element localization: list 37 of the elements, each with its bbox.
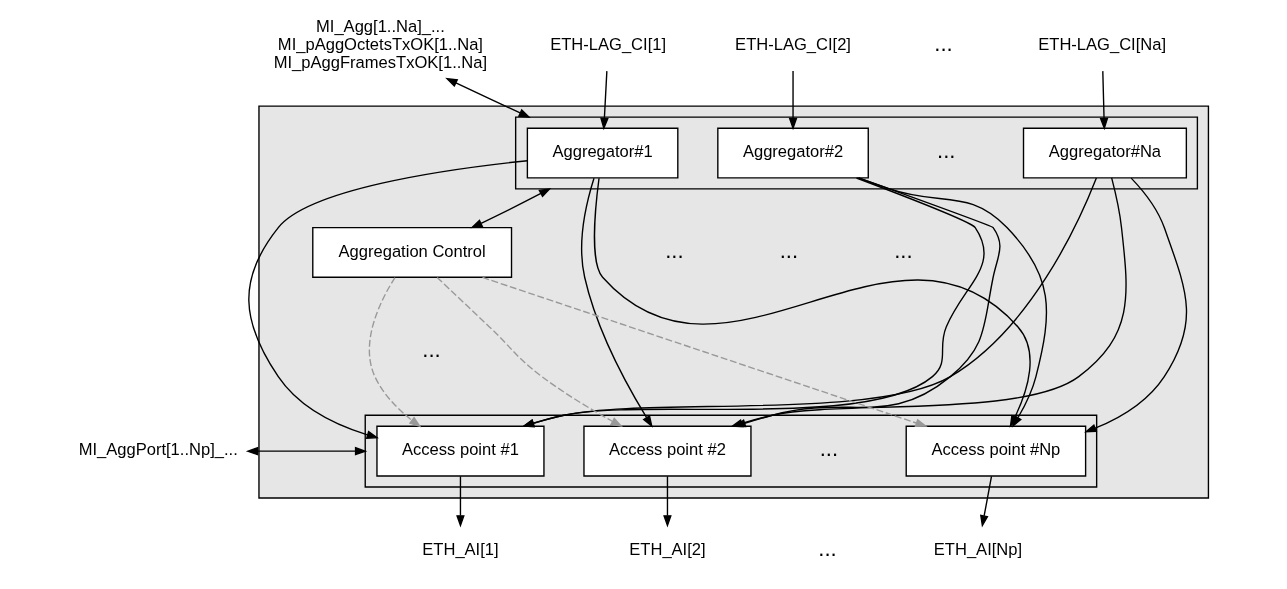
arrow <box>788 70 797 131</box>
node-text: ETH_AI[Np] <box>933 539 1022 559</box>
arrow <box>368 276 421 428</box>
label: ... <box>936 138 955 164</box>
node-text: ETH_AI[2] <box>628 539 706 559</box>
node-box: Aggregator#2 <box>716 127 869 179</box>
label: ... <box>421 337 441 363</box>
node-text: ETH-LAG_CI[2] <box>734 35 851 55</box>
arrow <box>455 475 465 528</box>
arrow <box>245 446 367 456</box>
node-box: Aggregator#Na <box>1022 127 1187 179</box>
arrow <box>662 475 672 528</box>
arrow <box>599 70 609 131</box>
node-box: Aggregation Control <box>311 226 512 278</box>
label: ... <box>664 237 684 263</box>
arrow <box>436 276 623 428</box>
arrow <box>979 475 992 528</box>
node-text: ETH-LAG_CI[Na] <box>1037 35 1166 55</box>
node-box: Aggregator#1 <box>526 127 678 179</box>
label: ... <box>817 535 837 561</box>
arrow <box>444 77 531 119</box>
node-text: ETH-LAG_CI[1] <box>549 35 666 55</box>
label: ... <box>779 237 798 263</box>
node-box: Access point #2 <box>582 425 752 477</box>
node-text: MI_AggPort[1..Np]_... <box>78 440 238 460</box>
arrow <box>247 160 528 439</box>
node-box: Access point #Np <box>905 425 1086 477</box>
node-text: MI_Agg[1..Na]_... MI_pAggOctetsTxOK[1..Na] MI_pAggFramesTxOK[1..Na] <box>273 17 487 73</box>
node-text: ETH_AI[1] <box>421 539 499 559</box>
label: ... <box>933 31 953 57</box>
arrow <box>580 177 653 428</box>
node-box: Access point #1 <box>375 425 545 477</box>
label: ... <box>819 436 838 462</box>
arrow <box>469 187 551 229</box>
arrow <box>1083 177 1187 433</box>
label: ... <box>893 237 913 263</box>
arrow <box>1099 70 1108 131</box>
